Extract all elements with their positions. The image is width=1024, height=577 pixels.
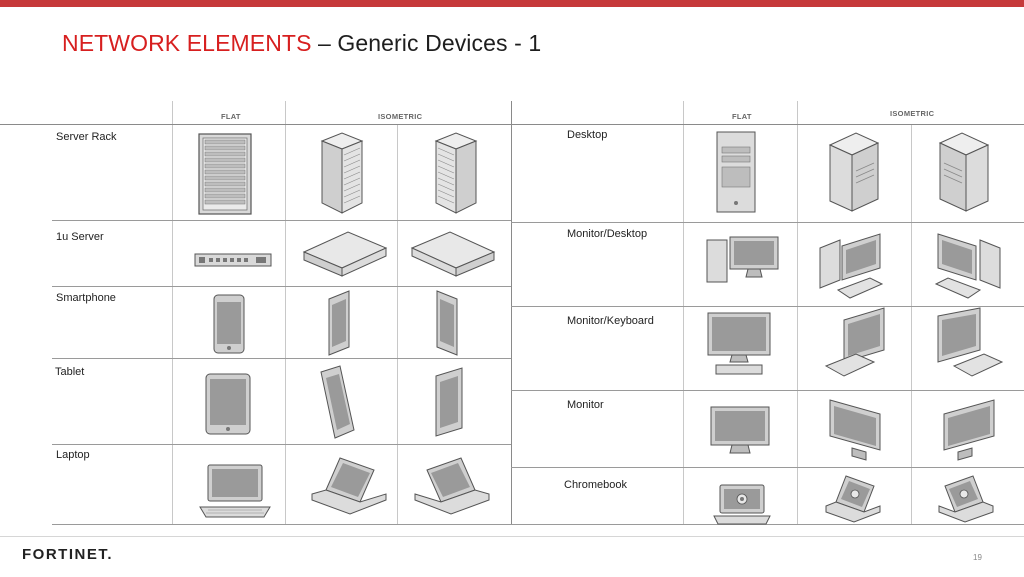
left-row-line-1 <box>52 220 511 221</box>
1u-server-iso-alt-icon <box>410 230 496 280</box>
row-label-smartphone: Smartphone <box>56 292 116 304</box>
1u-server-iso-icon <box>302 230 388 280</box>
monitor-desktop-iso-icon <box>818 232 888 302</box>
monitor-icon <box>710 406 770 458</box>
row-label-desktop: Desktop <box>567 129 608 141</box>
left-header-flat: FLAT <box>221 112 241 121</box>
row-label-1u-server: 1u Server <box>56 231 104 243</box>
desktop-icon <box>716 131 756 213</box>
desktop-iso-icon <box>826 131 882 213</box>
server-rack-iso-alt-icon <box>432 131 480 215</box>
left-col-divider-3 <box>397 125 398 525</box>
tablet-iso-icon <box>318 364 356 440</box>
page-title-highlight: NETWORK ELEMENTS <box>62 30 312 56</box>
server-rack-icon <box>198 133 252 215</box>
right-col-divider-3 <box>911 125 912 525</box>
right-header-flat: FLAT <box>732 112 752 121</box>
monitor-keyboard-iso-alt-icon <box>934 306 1006 384</box>
server-rack-iso-icon <box>318 131 366 215</box>
monitor-iso-icon <box>826 398 884 462</box>
left-row-line-2 <box>52 286 511 287</box>
monitor-keyboard-iso-icon <box>822 306 894 384</box>
row-label-tablet: Tablet <box>55 366 85 378</box>
chromebook-icon <box>712 484 772 526</box>
smartphone-iso-icon <box>325 289 353 357</box>
row-label-chromebook: Chromebook <box>564 479 627 491</box>
laptop-iso-icon <box>310 454 388 516</box>
1u-server-icon <box>194 253 272 267</box>
monitor-desktop-icon <box>706 236 780 284</box>
monitor-iso-alt-icon <box>940 398 998 462</box>
row-label-monitor-desktop: Monitor/Desktop <box>567 228 648 240</box>
left-col-divider-1 <box>172 101 173 525</box>
header-underline <box>0 124 1024 125</box>
row-label-monitor: Monitor <box>567 399 604 411</box>
right-row-line-4 <box>511 467 1024 468</box>
right-row-line-5 <box>511 524 1024 525</box>
tablet-icon <box>205 373 251 435</box>
row-label-monitor-keyboard: Monitor/Keyboard <box>567 315 654 327</box>
laptop-icon <box>198 463 272 519</box>
page-title: NETWORK ELEMENTS – Generic Devices - 1 <box>62 30 541 57</box>
footer-divider <box>0 536 1024 537</box>
left-header-isometric: ISOMETRIC <box>378 112 423 121</box>
right-row-line-1 <box>511 222 1024 223</box>
center-divider <box>511 101 512 525</box>
row-label-laptop: Laptop <box>56 449 90 461</box>
top-accent-bar <box>0 0 1024 7</box>
chromebook-iso-alt-icon <box>937 474 995 524</box>
left-row-line-4 <box>52 444 511 445</box>
right-col-divider-2 <box>797 101 798 525</box>
page-title-rest: – Generic Devices - 1 <box>311 30 542 56</box>
desktop-iso-alt-icon <box>936 131 992 213</box>
row-label-server-rack: Server Rack <box>56 131 117 143</box>
monitor-keyboard-icon <box>706 312 772 376</box>
tablet-iso-alt-icon <box>430 366 466 438</box>
right-row-line-3 <box>511 390 1024 391</box>
smartphone-icon <box>213 294 245 354</box>
left-row-line-5 <box>52 524 511 525</box>
left-col-divider-2 <box>285 101 286 525</box>
right-row-line-2 <box>511 306 1024 307</box>
right-header-isometric: ISOMETRIC <box>890 109 935 118</box>
right-col-divider-1 <box>683 101 684 525</box>
chromebook-iso-icon <box>824 474 882 524</box>
fortinet-logo: FORTINET. <box>22 546 113 563</box>
smartphone-iso-alt-icon <box>433 289 461 357</box>
monitor-desktop-iso-alt-icon <box>932 232 1002 302</box>
laptop-iso-alt-icon <box>413 454 491 516</box>
page-number: 19 <box>973 553 982 562</box>
left-row-line-3 <box>52 358 511 359</box>
